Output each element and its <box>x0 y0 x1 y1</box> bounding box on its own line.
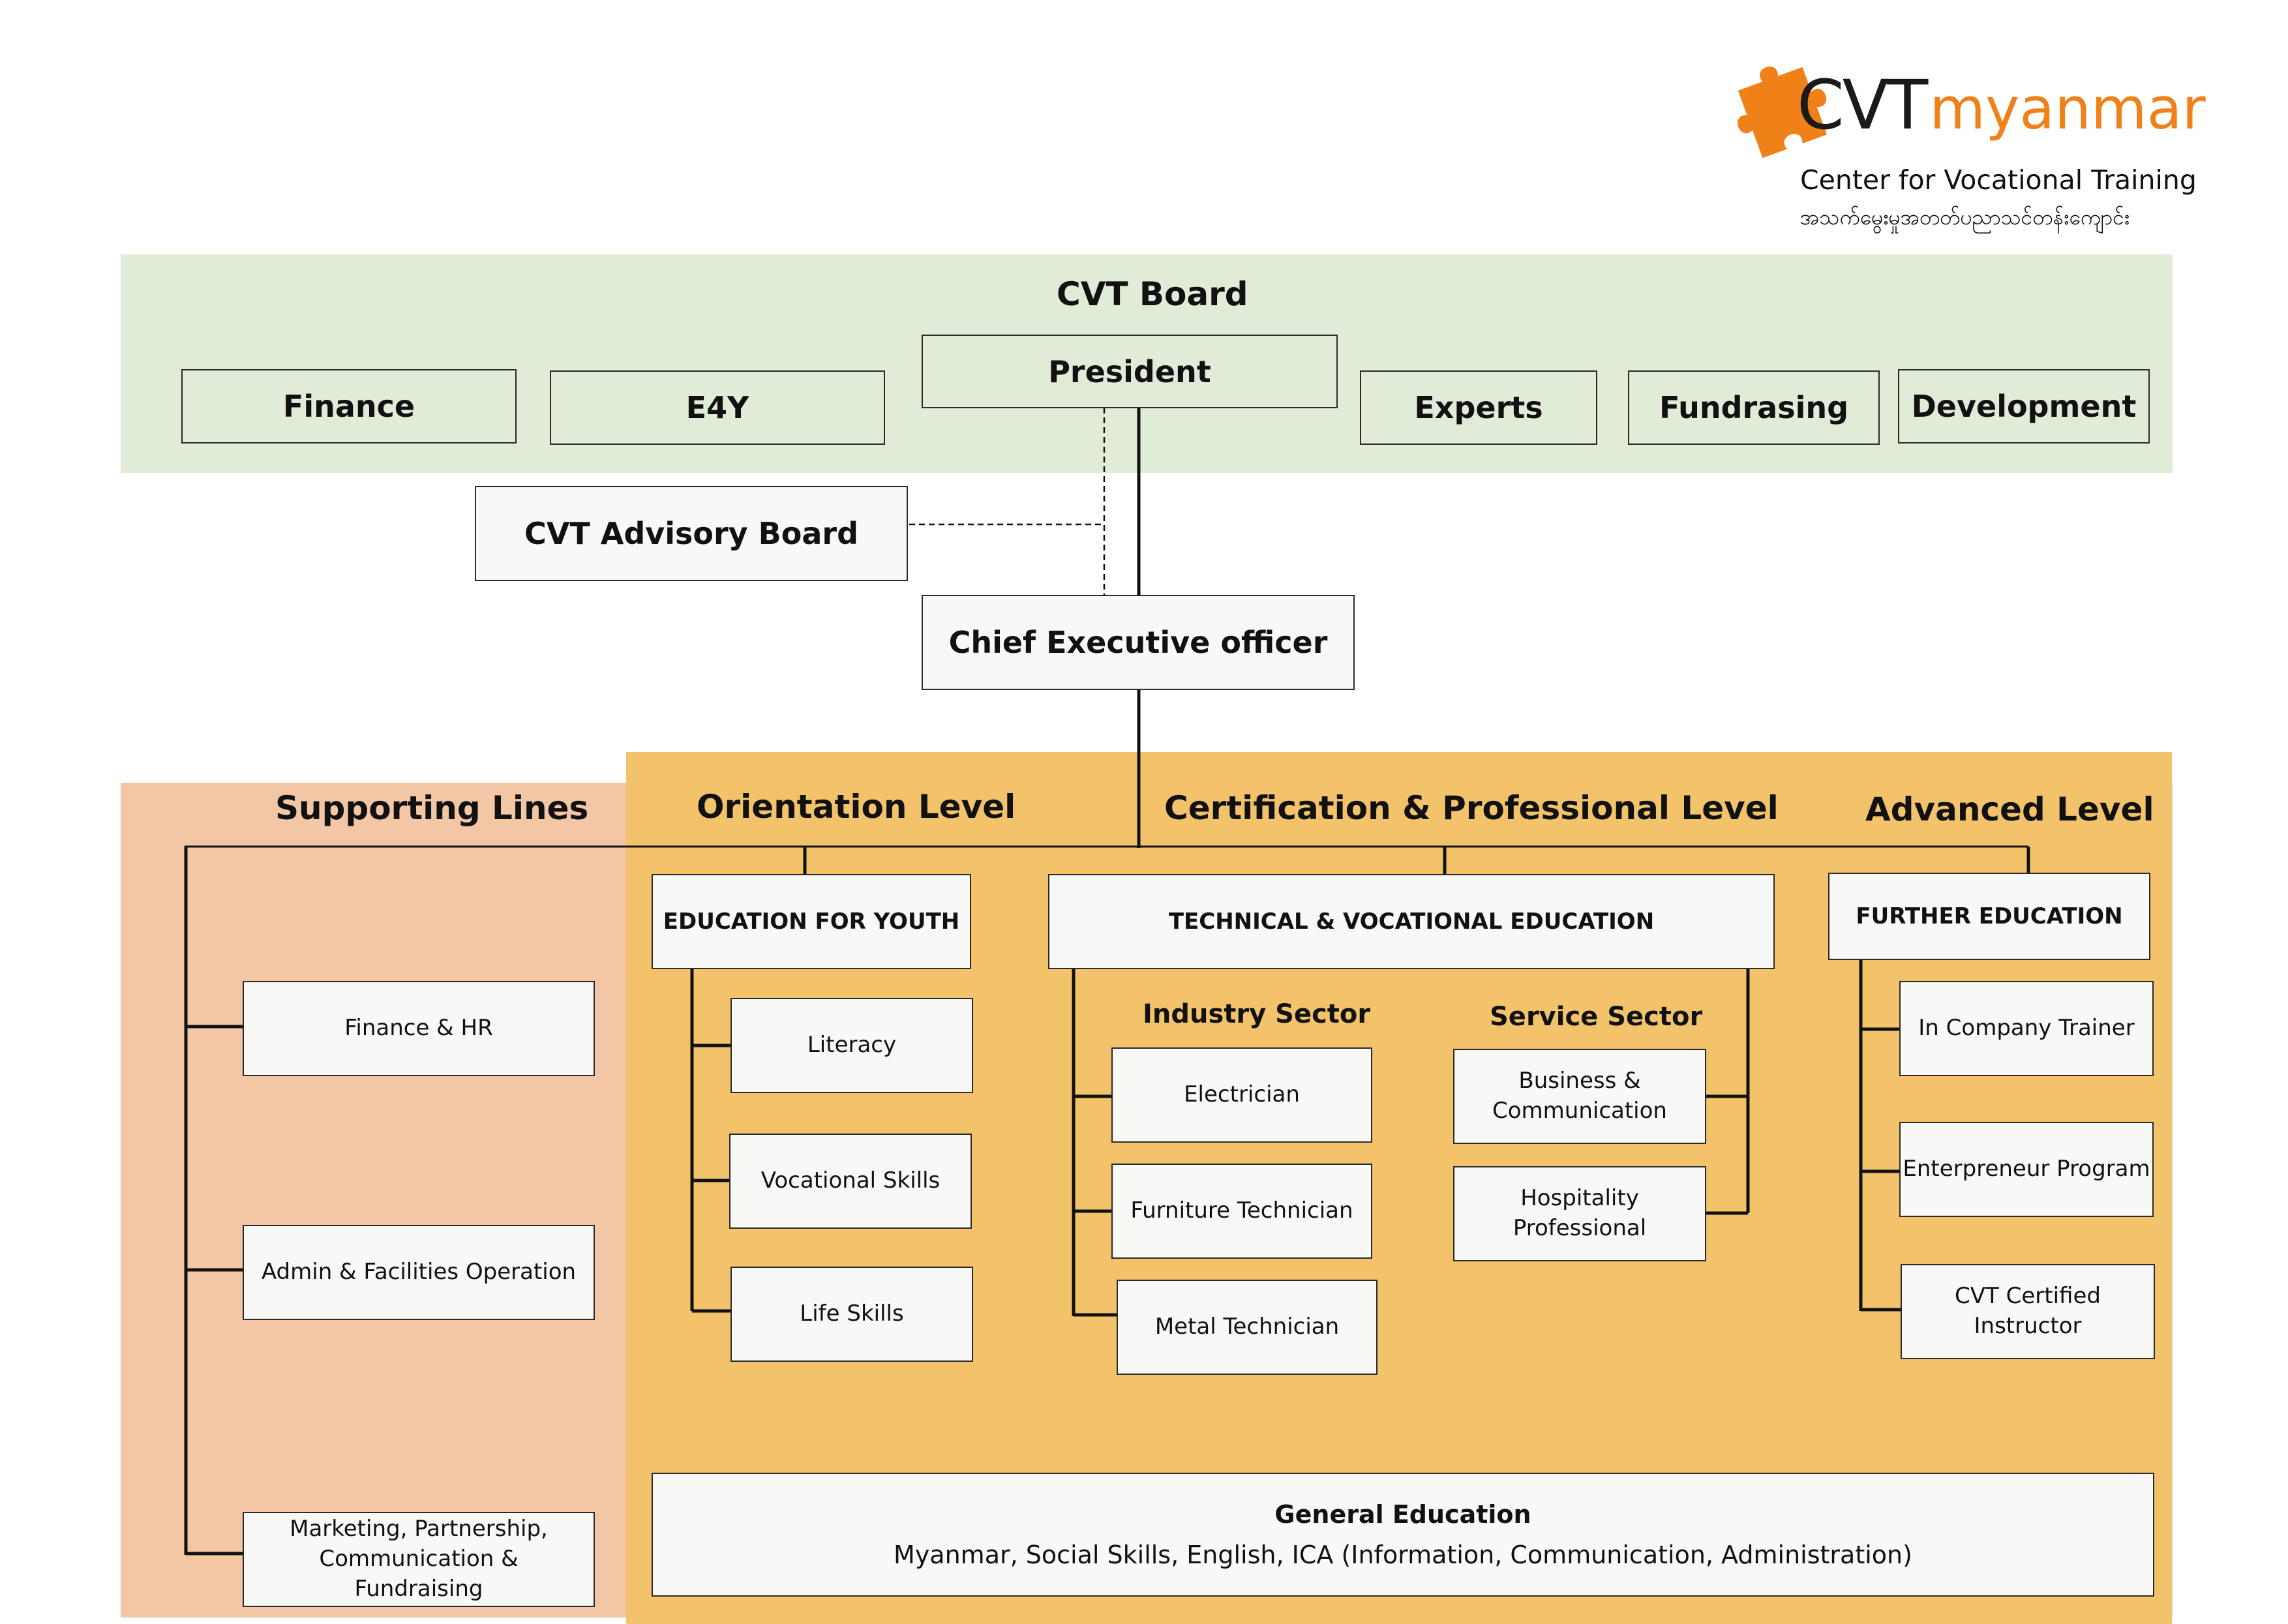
orientation-level-title: Orientation Level <box>697 788 1016 826</box>
tve-box: TECHNICAL & VOCATIONAL EDUCATION <box>1048 874 1775 969</box>
further-cvt-certified-instructor: CVT Certified Instructor <box>1901 1264 2155 1359</box>
ceo-box: Chief Executive officer <box>922 595 1355 690</box>
certification-level-title: Certification & Professional Level <box>1164 789 1779 827</box>
service-sector-title: Service Sector <box>1490 1002 1703 1032</box>
further-education-box: FURTHER EDUCATION <box>1828 873 2150 960</box>
general-education-subjects: Myanmar, Social Skills, English, ICA (In… <box>894 1541 1912 1569</box>
logo-cvt-text: CVT <box>1797 65 1928 145</box>
education-for-youth-box: EDUCATION FOR YOUTH <box>652 874 971 969</box>
industry-metal-technician: Metal Technician <box>1117 1280 1377 1375</box>
puzzle-logo-icon <box>1738 67 1828 158</box>
advanced-level-title: Advanced Level <box>1865 790 2154 828</box>
general-education-title: General Education <box>1274 1500 1531 1529</box>
further-enterpreneur-program: Enterpreneur Program <box>1899 1122 2154 1217</box>
general-education-box: General Education Myanmar, Social Skills… <box>652 1473 2154 1597</box>
eyouth-literacy: Literacy <box>730 998 973 1093</box>
service-business-communication: Business & Communication <box>1453 1049 1706 1144</box>
board-member-fundrasing: Fundrasing <box>1628 370 1880 445</box>
advisory-board-box: CVT Advisory Board <box>475 486 908 581</box>
further-in-company-trainer: In Company Trainer <box>1899 981 2154 1076</box>
industry-sector-title: Industry Sector <box>1143 999 1371 1029</box>
logo-myanmar-text: myanmar <box>1929 75 2206 142</box>
board-member-experts: Experts <box>1360 370 1597 445</box>
board-member-finance: Finance <box>181 369 517 444</box>
industry-furniture-technician: Furniture Technician <box>1111 1164 1372 1259</box>
logo-brand: CVT myanmar <box>1797 65 2206 145</box>
logo-burmese: အသက်မွေးမှုအတတ်ပညာသင်တန်းကျောင်း <box>1800 205 2130 230</box>
board-member-e4y: E4Y <box>550 370 885 445</box>
industry-electrician: Electrician <box>1111 1047 1372 1143</box>
service-hospitality-professional: Hospitality Professional <box>1453 1166 1706 1261</box>
president-box: President <box>922 335 1338 408</box>
logo-subtitle: Center for Vocational Training <box>1800 164 2197 196</box>
board-title: CVT Board <box>1057 275 1248 313</box>
supporting-lines-title: Supporting Lines <box>275 789 589 827</box>
support-admin-facilities: Admin & Facilities Operation <box>243 1225 595 1320</box>
support-finance-hr: Finance & HR <box>243 981 595 1076</box>
support-marketing: Marketing, Partnership, Communication & … <box>243 1512 595 1607</box>
eyouth-vocational-skills: Vocational Skills <box>729 1134 972 1229</box>
board-member-development: Development <box>1898 369 2150 444</box>
eyouth-life-skills: Life Skills <box>730 1267 973 1362</box>
